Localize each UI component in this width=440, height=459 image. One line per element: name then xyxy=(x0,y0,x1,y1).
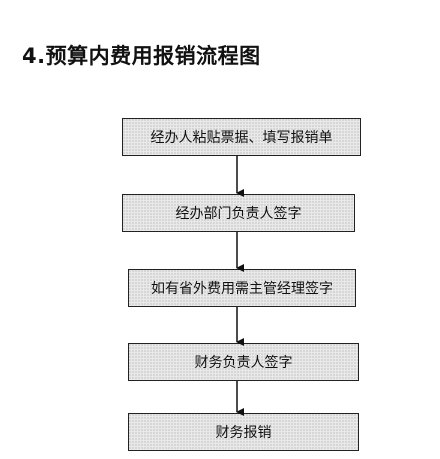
flow-step-label: 财务报销 xyxy=(215,425,272,441)
flow-step-label: 经办部门负责人签字 xyxy=(175,206,302,222)
flow-step-label: 财务负责人签字 xyxy=(194,355,293,371)
flow-step-label: 经办人粘贴票据、填写报销单 xyxy=(150,130,333,146)
flow-step-finance-reimburse: 财务报销 xyxy=(128,413,359,451)
flow-step-fill-reimbursement-form: 经办人粘贴票据、填写报销单 xyxy=(122,118,361,156)
flow-step-finance-head-sign: 财务负责人签字 xyxy=(128,343,359,381)
flow-step-department-head-sign: 经办部门负责人签字 xyxy=(122,194,355,232)
flow-step-manager-sign: 如有省外费用需主管经理签字 xyxy=(128,269,356,307)
page-title: 4.预算内费用报销流程图 xyxy=(22,44,261,68)
flow-step-label: 如有省外费用需主管经理签字 xyxy=(151,281,333,297)
